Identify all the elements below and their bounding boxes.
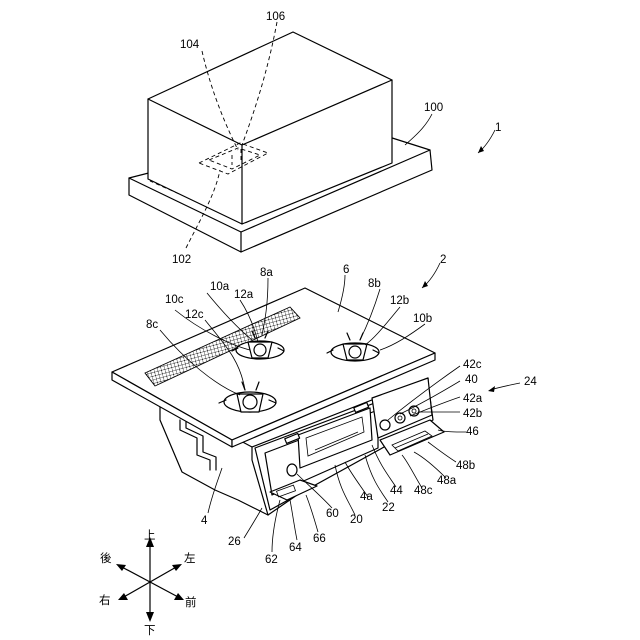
direction-front-label: 前 <box>185 595 197 609</box>
ref-label: 20 <box>350 514 363 526</box>
ref-label: 46 <box>466 426 479 438</box>
direction-up-label: 上 <box>144 528 156 542</box>
ref-label: 26 <box>228 536 241 548</box>
ref-label: 48c <box>414 485 433 497</box>
ref-label: 2 <box>440 254 446 266</box>
ref-label: 10c <box>165 294 184 306</box>
ref-label: 8a <box>260 267 273 279</box>
ref-label: 12a <box>234 289 254 301</box>
ref-label: 40 <box>465 374 478 386</box>
ref-label: 60 <box>326 508 339 520</box>
ref-label: 1 <box>495 122 501 134</box>
ref-label: 42a <box>463 393 483 405</box>
ref-label: 104 <box>180 39 200 51</box>
ref-label: 44 <box>390 485 403 497</box>
ref-label: 106 <box>266 11 285 23</box>
ref-label: 102 <box>172 254 191 266</box>
ref-label: 4a <box>360 491 373 503</box>
ref-label: 42b <box>463 408 482 420</box>
ref-label: 42c <box>463 359 482 371</box>
range-hood <box>129 22 432 252</box>
ref-label: 12c <box>185 309 204 321</box>
ref-label: 48a <box>437 475 457 487</box>
ref-label: 10b <box>413 313 432 325</box>
ref-label: 12b <box>390 295 409 307</box>
ref-label: 66 <box>313 533 326 545</box>
direction-indicator <box>116 537 184 622</box>
ref-label: 64 <box>289 542 302 554</box>
ref-label: 10a <box>210 281 230 293</box>
ref-label: 48b <box>456 460 475 472</box>
direction-back-label: 後 <box>100 551 112 565</box>
direction-right-label: 右 <box>99 593 111 607</box>
ref-label: 22 <box>382 502 395 514</box>
ref-label: 24 <box>524 376 537 388</box>
ref-label: 4 <box>201 515 208 527</box>
ref-label: 6 <box>343 264 349 276</box>
ref-label: 62 <box>265 554 278 566</box>
ref-label: 8b <box>368 278 381 290</box>
ref-label: 8c <box>146 319 158 331</box>
ref-label: 100 <box>424 102 443 114</box>
direction-left-label: 左 <box>184 551 196 565</box>
direction-down-label: 下 <box>144 623 156 637</box>
